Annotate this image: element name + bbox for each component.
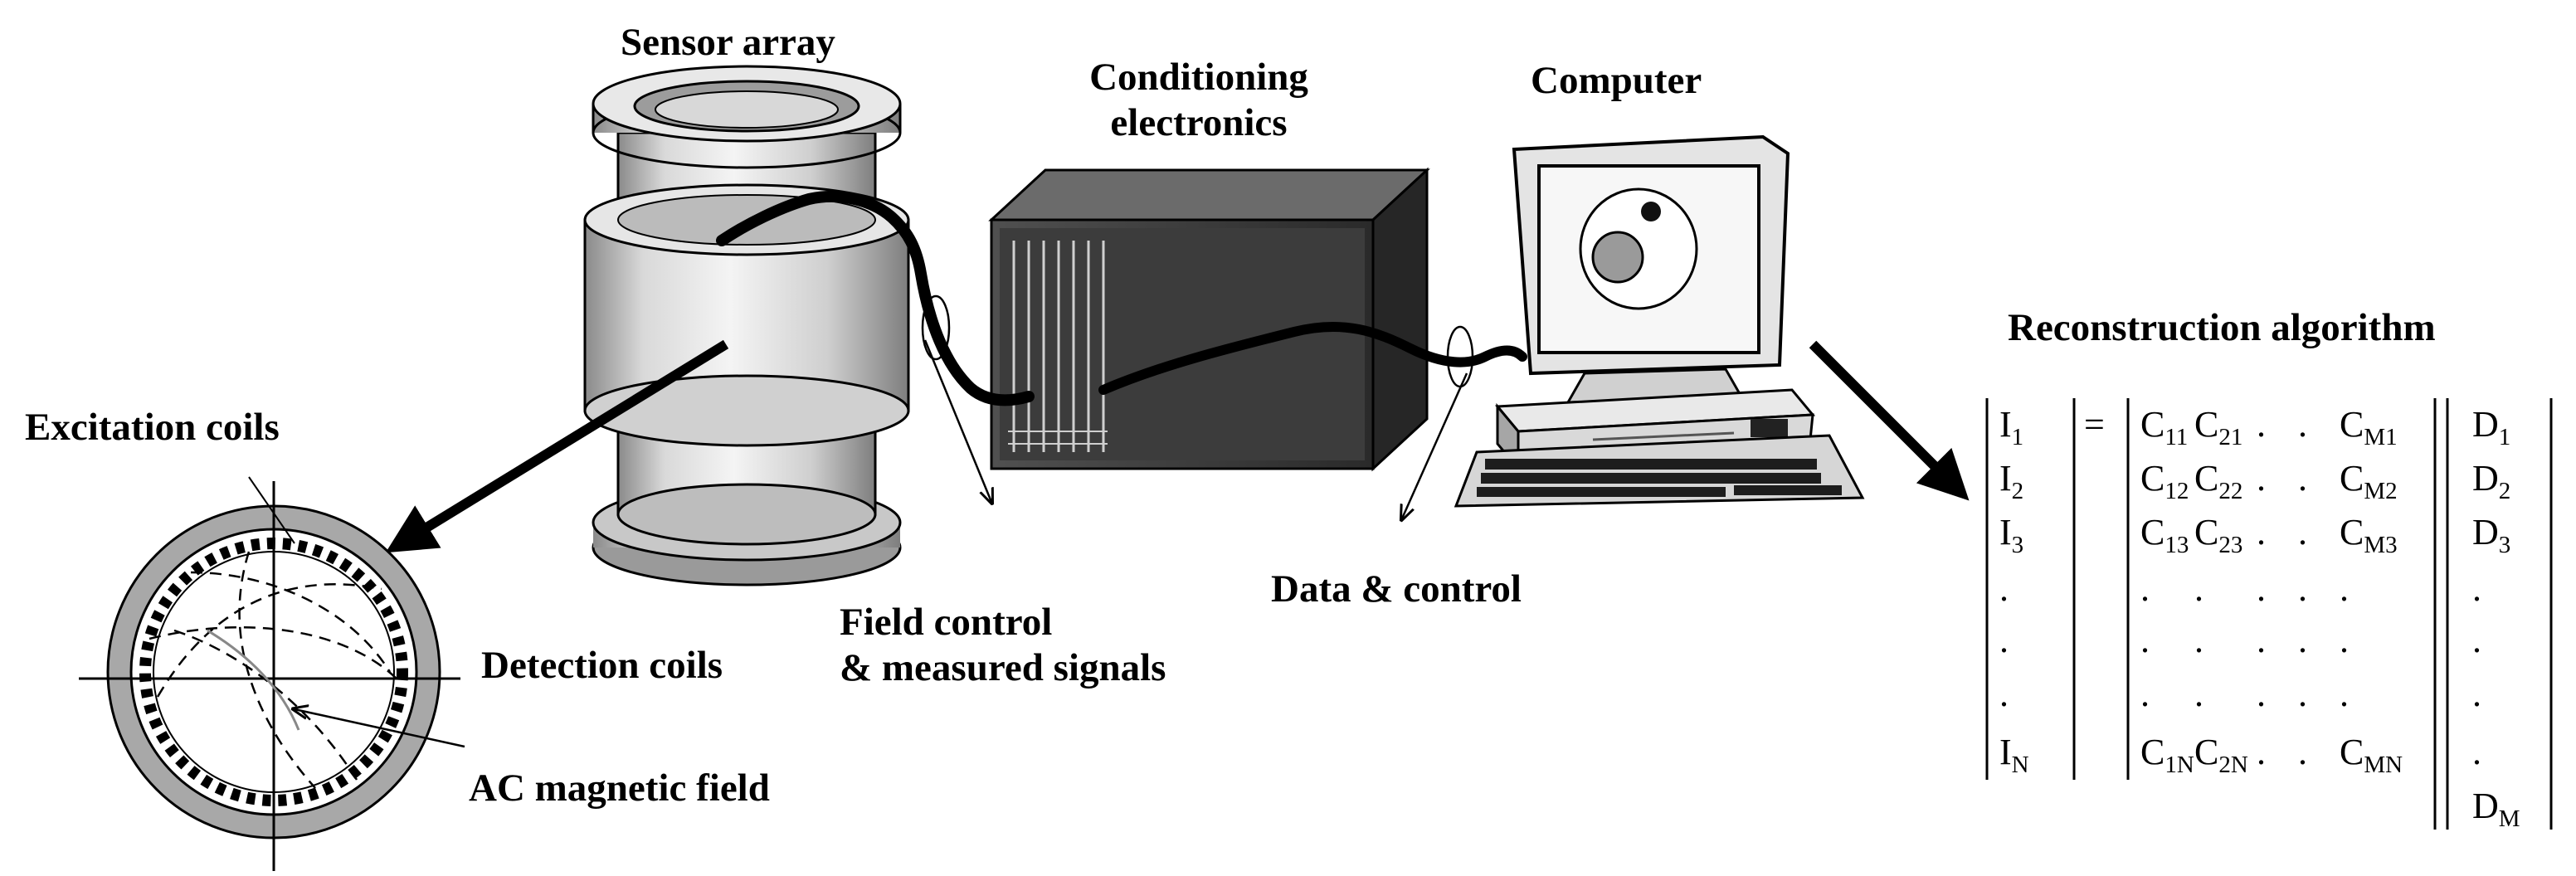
matrix-coefficient-cell: . [2257,458,2266,499]
matrix-lhs-cell: . [1999,568,2009,609]
matrix-lhs-cell: IN [1999,732,2029,778]
matrix-equals-sign: = [2084,404,2105,445]
matrix-coefficient-cell: . [2140,568,2150,609]
matrix-coefficient-cell: C11 [2140,404,2189,450]
matrix-coefficient-cell: C1N [2140,732,2194,778]
reconstruction-algorithm-label: Reconstruction algorithm [2008,306,2436,349]
matrix-rhs-cell: . [2472,732,2481,772]
matrix-lhs-cell: I3 [1999,512,2024,558]
reconstruction-arrow [1809,340,1970,501]
matrix-rhs-cell: . [2472,568,2481,609]
matrix-coefficient-cell: . [2194,674,2203,714]
field-control-label: Field control & measured signals [840,600,1166,692]
matrix-coefficient-cell: C21 [2194,404,2243,450]
matrix-coefficient-cell: . [2257,674,2266,714]
matrix-coefficient-cell: CM3 [2340,512,2398,558]
computer-icon [1454,134,1865,508]
matrix-rhs-cell: D1 [2472,404,2511,450]
matrix-lhs-cell: I2 [1999,458,2024,504]
signal-cable [716,190,1527,406]
matrix-coefficient-cell: . [2257,568,2266,609]
matrix-coefficient-cell: . [2140,674,2150,714]
matrix-coefficient-cell: . [2257,512,2266,552]
field-control-line1: Field control [840,601,1053,644]
conditioning-label-line1: Conditioning [1089,56,1308,99]
matrix-lhs-cell: . [1999,674,2009,714]
matrix-coefficient-cell: . [2298,404,2307,445]
matrix-coefficient-cell: C13 [2140,512,2189,558]
matrix-rhs-cell: . [2472,674,2481,714]
matrix-coefficient-cell: CM2 [2340,458,2398,504]
matrix-coefficient-cell: . [2298,620,2307,660]
field-control-pointer [921,294,991,502]
matrix-coefficient-cell: . [2298,458,2307,499]
matrix-rhs-cell: D3 [2472,512,2511,558]
ac-magnetic-field-label: AC magnetic field [469,766,770,810]
detection-coils-label: Detection coils [481,644,723,687]
matrix-bars [1985,398,2553,830]
matrix-coefficient-cell: . [2140,620,2150,660]
matrix-coefficient-cell: C12 [2140,458,2189,504]
sensor-array-pipe-icon [583,65,910,586]
matrix-coefficient-cell: . [2340,568,2349,609]
matrix-coefficient-cell: . [2298,732,2307,772]
matrix-coefficient-cell: . [2194,620,2203,660]
matrix-coefficient-cell: . [2298,674,2307,714]
data-control-pointer [1402,325,1474,518]
matrix-coefficient-cell: . [2298,568,2307,609]
matrix-rhs-cell: . [2472,620,2481,660]
computer-label: Computer [1531,59,1702,102]
sensor-cross-section-icon [79,476,465,871]
excitation-coils-label: Excitation coils [25,406,280,449]
matrix-lhs-cell: I1 [1999,404,2024,450]
matrix-coefficient-cell: C2N [2194,732,2248,778]
matrix-coefficient-cell: . [2298,512,2307,552]
excitation-arrow [385,339,729,553]
conditioning-electronics-label: Conditioning electronics [1074,55,1323,147]
matrix-coefficient-cell: CMN [2340,732,2403,778]
matrix-coefficient-cell: . [2257,732,2266,772]
field-control-line2: & measured signals [840,646,1166,690]
conditioning-electronics-box-icon [988,167,1430,472]
matrix-coefficient-cell: . [2340,620,2349,660]
matrix-lhs-cell: . [1999,620,2009,660]
matrix-coefficient-cell: . [2194,568,2203,609]
conditioning-label-line2: electronics [1110,101,1288,145]
matrix-coefficient-cell: . [2257,620,2266,660]
matrix-rhs-cell: DM [2472,786,2520,832]
sensor-array-label: Sensor array [621,21,835,64]
matrix-rhs-cell: D2 [2472,458,2511,504]
data-control-label: Data & control [1271,567,1522,611]
matrix-coefficient-cell: CM1 [2340,404,2398,450]
matrix-coefficient-cell: C23 [2194,512,2243,558]
matrix-coefficient-cell: . [2257,404,2266,445]
matrix-coefficient-cell: . [2340,674,2349,714]
matrix-coefficient-cell: C22 [2194,458,2243,504]
